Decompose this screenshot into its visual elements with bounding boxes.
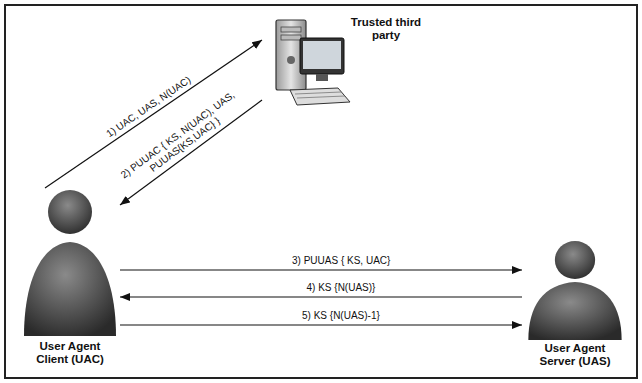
node-label: User Agent Server (UAS) — [535, 342, 615, 368]
message-arrow — [120, 324, 522, 325]
message-label: 5) KS {N(UAS)-1} — [300, 310, 382, 322]
keyboard-keys — [295, 92, 341, 94]
node-label: Trusted third party — [350, 16, 422, 42]
person-icon — [24, 190, 116, 336]
node-label: User Agent Client (UAC) — [30, 340, 110, 366]
server-node: Trusted third party — [262, 14, 426, 106]
client-node: User Agent Client (UAC) — [20, 188, 120, 372]
drive-slot — [281, 35, 301, 40]
message-label: 4) KS {N(UAS)} — [305, 282, 378, 294]
computer-icon — [276, 20, 350, 105]
person-head — [555, 241, 595, 279]
client-node: User Agent Server (UAS) — [522, 240, 628, 374]
monitor-frame — [300, 38, 344, 74]
drive-slot — [281, 27, 301, 32]
message-arrow — [120, 269, 522, 270]
person-body — [24, 242, 116, 336]
message-label: 3) PUUAS { KS, UAC} — [290, 255, 392, 267]
message-label: 2) PUUAC { KS, N(UAC), UAS, PUUAS{KS,UAC… — [106, 80, 256, 200]
person-icon — [528, 241, 621, 340]
keyboard — [290, 88, 350, 105]
keyboard-keys — [297, 96, 345, 98]
tower-disk — [287, 56, 295, 64]
monitor-stand — [316, 74, 328, 81]
person-head — [48, 190, 92, 234]
monitor-screen — [303, 41, 341, 69]
message-arrow — [120, 296, 522, 297]
person-body — [528, 282, 621, 340]
